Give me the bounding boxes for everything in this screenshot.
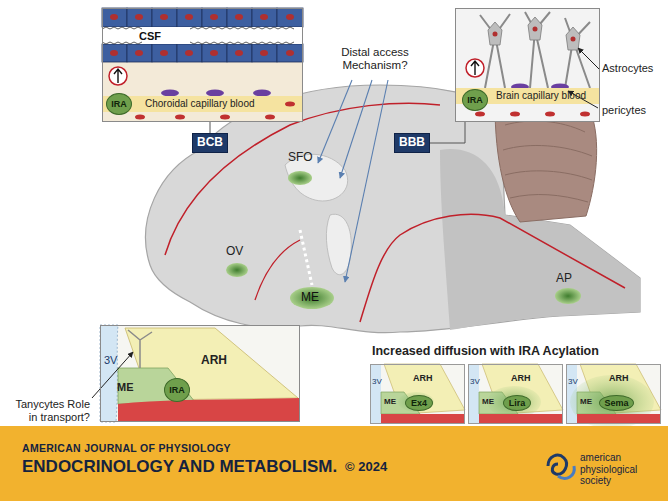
callout-connector <box>430 122 465 143</box>
node-text: BBB <box>399 136 425 150</box>
cell-label: Astrocytes <box>602 62 653 75</box>
region-text: ME <box>384 397 396 406</box>
journal-band: AMERICAN JOURNAL OF PHYSIOLOGY ENDOCRINOL… <box>0 426 668 501</box>
region-text: Choroidal capillary blood <box>145 98 255 110</box>
region-text: 3V <box>104 354 117 367</box>
question-note: Tanycytes Role in transport? <box>6 398 90 423</box>
node-text: IRA <box>111 99 127 109</box>
region-label: OV <box>226 245 243 259</box>
node-text: BCB <box>197 136 223 150</box>
diffusion-panel: 3V ARH ME Lira <box>468 364 563 424</box>
drug-circle: IRA <box>106 93 132 115</box>
node-text: Lira <box>509 398 526 408</box>
bbb-inset: Brain capillary blood IRA <box>455 8 600 122</box>
drug-circle: Lira <box>503 395 531 411</box>
region-text: © 2024 <box>345 460 387 475</box>
region-text: ARH <box>413 373 433 383</box>
region-text: 3V <box>470 377 480 386</box>
choroid-plexus-inset: CSF Choroidal capillary blood IRA <box>102 8 303 122</box>
panel-heading: Increased diffusion with IRA Acylation <box>372 344 599 358</box>
region-text: AMERICAN JOURNAL OF PHYSIOLOGY <box>22 442 231 454</box>
drug-circle: Ex4 <box>405 395 433 411</box>
region-label: ME <box>301 291 319 305</box>
region-label: AP <box>556 272 572 286</box>
drug-circle: IRA <box>164 378 190 402</box>
region-text: ME <box>580 397 592 406</box>
node-text: Sema <box>604 398 628 408</box>
region-text: CSF <box>139 30 161 43</box>
drug-circle: Sema <box>599 395 634 411</box>
region-label: SFO <box>288 151 313 165</box>
diffusion-panel: 3V ARH ME Sema <box>566 364 661 424</box>
barrier-tag: BCB <box>192 133 228 153</box>
node-text: Ex4 <box>411 398 427 408</box>
region-text: ARH <box>609 373 629 383</box>
cell-label: pericytes <box>602 104 646 117</box>
region-text: 3V <box>568 377 578 386</box>
region-text: ME <box>117 381 134 394</box>
region-text: ARH <box>201 354 227 368</box>
diffusion-panel: 3V ARH ME Ex4 <box>370 364 465 424</box>
region-text: ENDOCRINOLOGY AND METABOLISM. <box>22 457 337 477</box>
society-logo-text: american physiological society <box>580 452 658 487</box>
node-text: IRA <box>467 95 483 105</box>
barrier-tag: BBB <box>394 133 430 153</box>
region-text: ARH <box>511 373 531 383</box>
region-text: 3V <box>372 377 382 386</box>
question-note: Distal access Mechanism? <box>325 46 425 72</box>
hypothalamus-inset: 3V ARH ME IRA <box>100 325 300 422</box>
region-text: ME <box>482 397 494 406</box>
drug-circle: IRA <box>462 89 488 111</box>
node-text: IRA <box>169 385 185 395</box>
callout-connector <box>210 122 211 133</box>
region-text: Brain capillary blood <box>496 90 586 102</box>
